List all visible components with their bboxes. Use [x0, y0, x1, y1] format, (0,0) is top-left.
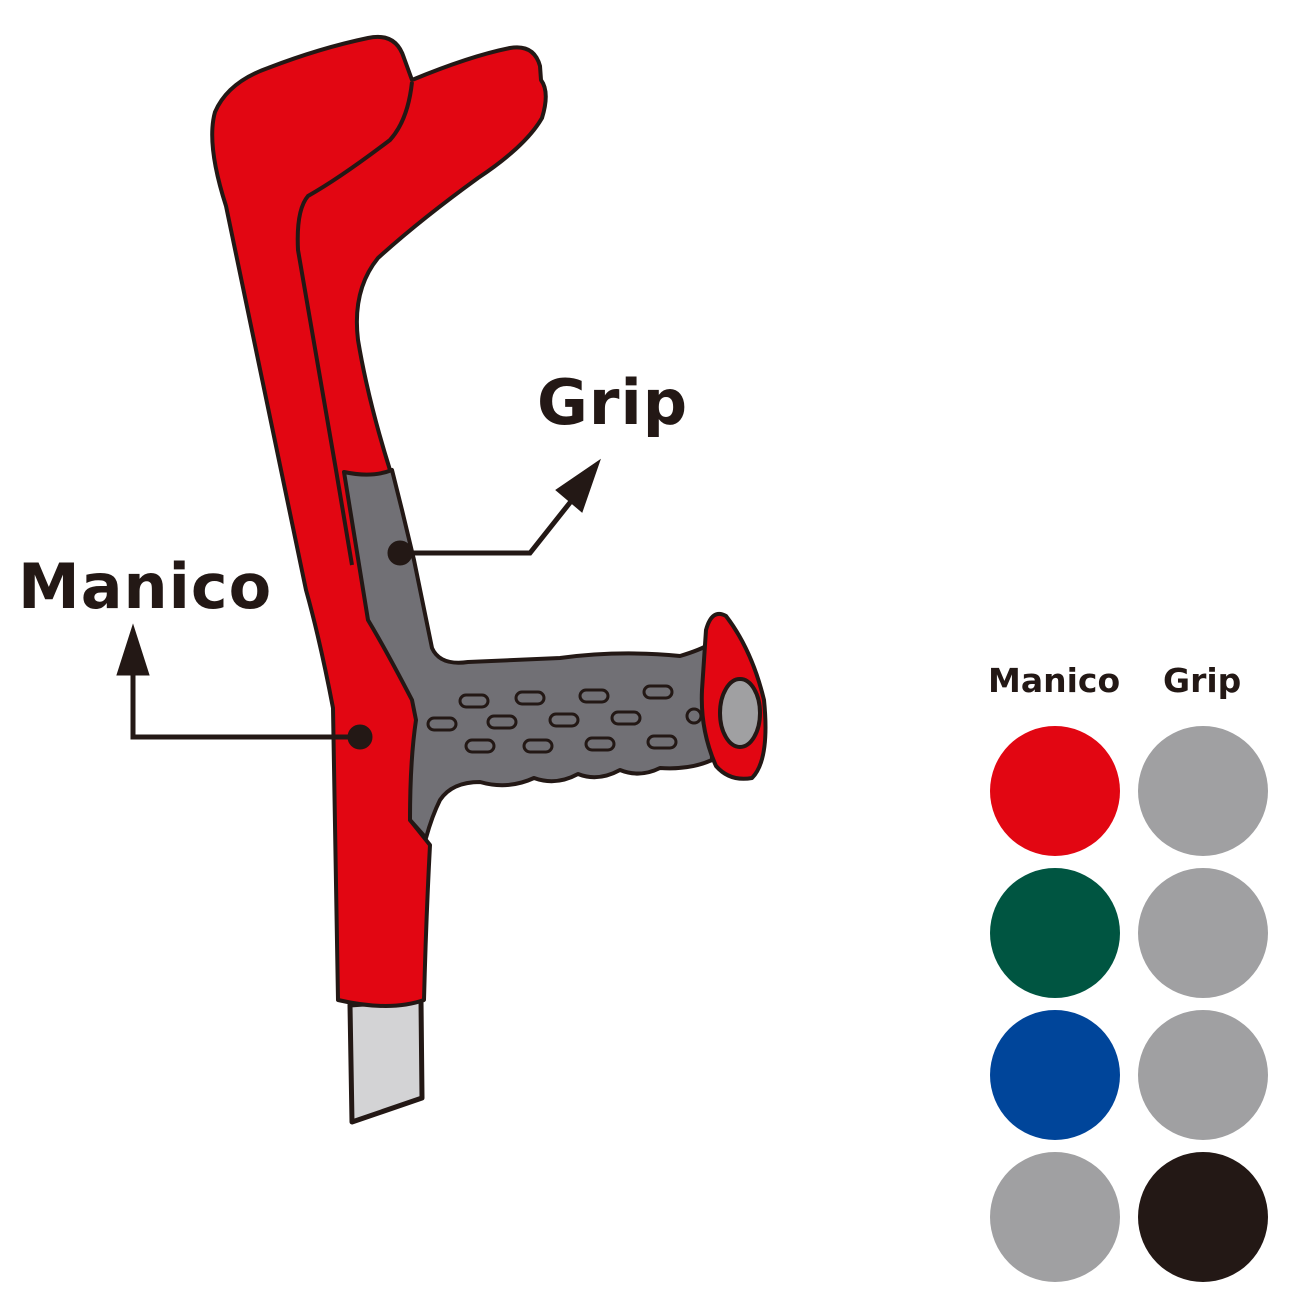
- grip-pointer: [387, 458, 601, 566]
- manico-fold-line: [295, 81, 414, 566]
- grip-label: Grip: [537, 366, 689, 439]
- manico-label: Manico: [18, 550, 273, 623]
- swatch-grip-1: [1138, 726, 1268, 856]
- palette-header-grip: Grip: [1163, 661, 1242, 700]
- manico-pointer: [116, 623, 373, 750]
- palette-header-manico: Manico: [988, 661, 1121, 700]
- swatch-manico-4: [990, 1152, 1120, 1282]
- grip-end-button: [718, 677, 762, 749]
- swatch-grip-3: [1138, 1010, 1268, 1140]
- swatch-grip-4: [1138, 1152, 1268, 1282]
- swatch-manico-1: [990, 726, 1120, 856]
- swatch-manico-3: [990, 1010, 1120, 1140]
- crutch-shaft: [347, 997, 425, 1125]
- swatch-manico-2: [990, 868, 1120, 998]
- swatch-grip-2: [1138, 868, 1268, 998]
- grip-body: [342, 468, 714, 840]
- grip-studs: [426, 684, 703, 754]
